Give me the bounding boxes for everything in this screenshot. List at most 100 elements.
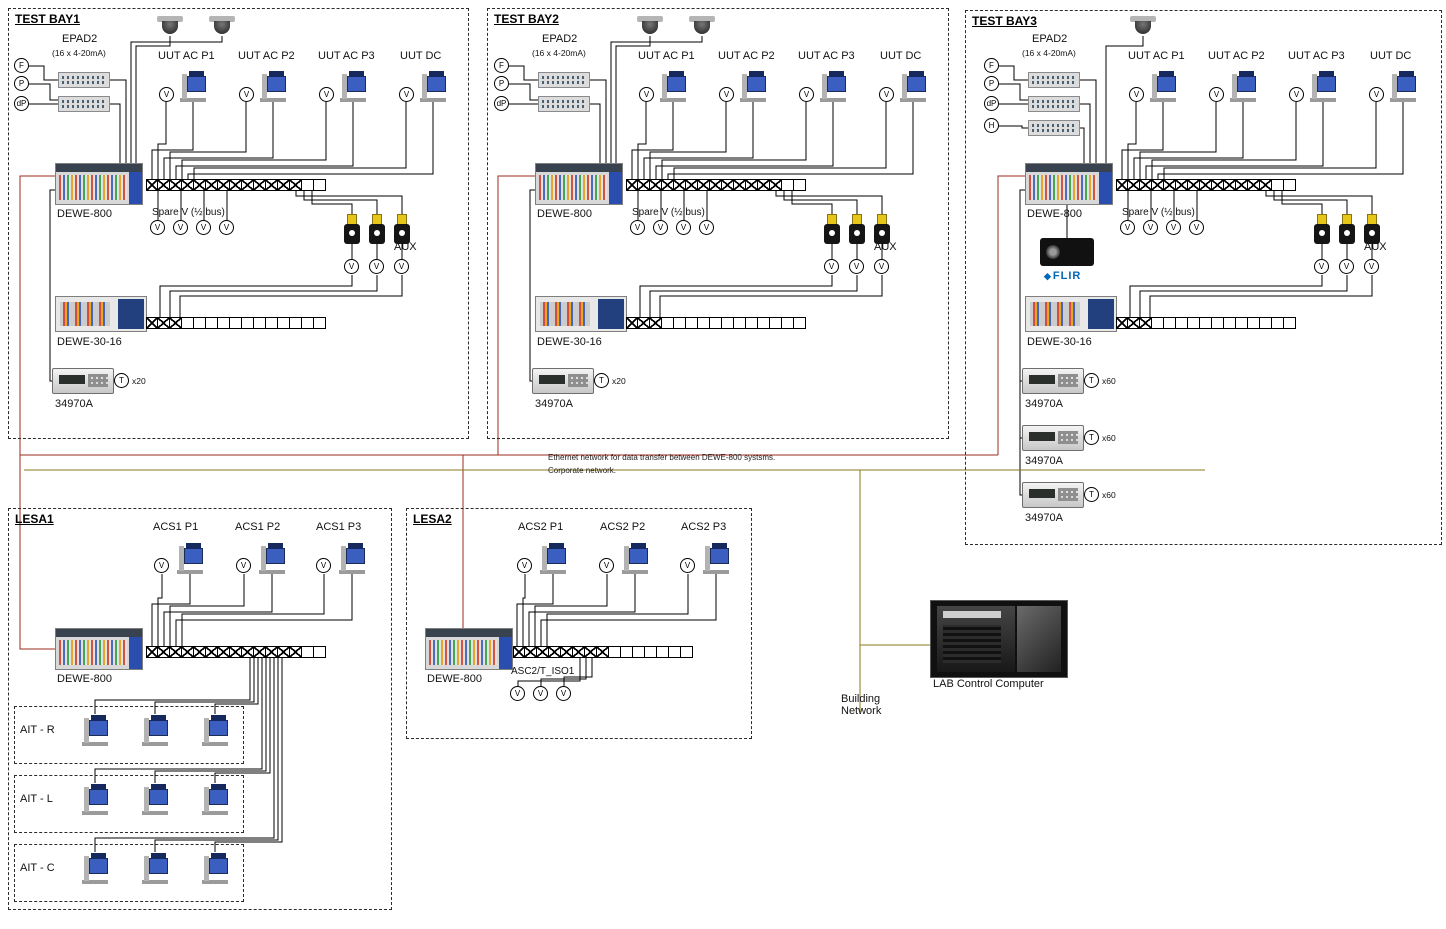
v-indicator: V — [173, 220, 188, 235]
lab-computer-label: LAB Control Computer — [933, 678, 1044, 690]
v-indicator: V — [150, 220, 165, 235]
lesa2-zone: LESA2 — [406, 508, 752, 739]
ait-transducer-icon — [200, 714, 230, 746]
epad-module — [538, 72, 590, 88]
pressure-sensor-indicator: P — [984, 76, 999, 91]
uut-dc-label: UUT DC — [400, 50, 442, 62]
test-bay1-zone: TEST BAY1 — [8, 8, 469, 439]
v-indicator: V — [196, 220, 211, 235]
power-transducer-icon — [257, 542, 287, 574]
logger-34970a-device — [1022, 368, 1084, 394]
power-transducer-icon — [538, 542, 568, 574]
epad2-range-label: (16 x 4-20mA) — [1022, 48, 1076, 58]
ait-transducer-icon — [80, 852, 110, 884]
flir-logo: FLIR — [1044, 270, 1081, 282]
ait-transducer-icon — [200, 783, 230, 815]
v-indicator: V — [653, 220, 668, 235]
acs1-p3-label: ACS1 P3 — [316, 521, 362, 533]
dome-camera-icon — [157, 16, 183, 36]
dewe-30-16-label: DEWE-30-16 — [537, 336, 602, 348]
power-transducer-icon — [658, 70, 688, 102]
dewe-800-label: DEWE-800 — [57, 673, 113, 685]
ethernet-annotation: Ethernet network for data transfer betwe… — [548, 453, 776, 462]
logger-34970a-device — [532, 368, 594, 394]
dewe-800-device — [425, 628, 513, 670]
aux-label: AUX — [874, 241, 897, 253]
current-clamp-icon — [1364, 214, 1380, 244]
terminal-strip — [626, 317, 806, 329]
current-clamp-icon — [849, 214, 865, 244]
acs1-p2-label: ACS1 P2 — [235, 521, 281, 533]
dewe-800-device — [1025, 163, 1113, 205]
aux-label: AUX — [1364, 241, 1387, 253]
epad-module — [1028, 120, 1080, 136]
aux-label: AUX — [394, 241, 417, 253]
t-indicator: T — [1084, 430, 1099, 445]
t-count-label: x20 — [132, 376, 146, 386]
current-clamp-icon — [369, 214, 385, 244]
power-transducer-icon — [818, 70, 848, 102]
ait-r-box — [14, 706, 244, 764]
dewe-800-label: DEWE-800 — [57, 208, 113, 220]
ait-transducer-icon — [140, 783, 170, 815]
pressure-sensor-indicator: P — [494, 76, 509, 91]
test-bay3-title: TEST BAY3 — [972, 14, 1037, 28]
v-indicator: V — [1364, 259, 1379, 274]
dewe-30-16-device — [1025, 296, 1117, 332]
epad2-label: EPAD2 — [1032, 33, 1068, 45]
power-transducer-icon — [738, 70, 768, 102]
uut-ac-p2-label: UUT AC P2 — [1208, 50, 1265, 62]
power-transducer-icon — [337, 542, 367, 574]
t-indicator: T — [1084, 487, 1099, 502]
epad-module — [1028, 96, 1080, 112]
flow-sensor-indicator: F — [984, 58, 999, 73]
terminal-strip — [1116, 317, 1296, 329]
power-transducer-icon — [258, 70, 288, 102]
v-indicator: V — [599, 558, 614, 573]
current-clamp-icon — [1314, 214, 1330, 244]
dp-sensor-indicator: dP — [14, 96, 29, 111]
v-indicator: V — [1339, 259, 1354, 274]
v-indicator: V — [344, 259, 359, 274]
v-indicator: V — [556, 686, 571, 701]
t-count-label: x60 — [1102, 433, 1116, 443]
logger-34970a-device — [1022, 482, 1084, 508]
dewe-800-label: DEWE-800 — [537, 208, 593, 220]
v-indicator: V — [1369, 87, 1384, 102]
terminal-strip — [1116, 179, 1296, 191]
dewe-30-16-label: DEWE-30-16 — [1027, 336, 1092, 348]
v-indicator: V — [533, 686, 548, 701]
epad2-range-label: (16 x 4-20mA) — [52, 48, 106, 58]
v-indicator: V — [1143, 220, 1158, 235]
power-transducer-icon — [1308, 70, 1338, 102]
v-indicator: V — [517, 558, 532, 573]
v-indicator: V — [849, 259, 864, 274]
terminal-strip — [626, 179, 806, 191]
dp-sensor-indicator: dP — [984, 96, 999, 111]
dome-camera-icon — [689, 16, 715, 36]
v-indicator: V — [1209, 87, 1224, 102]
v-indicator: V — [630, 220, 645, 235]
t-indicator: T — [114, 373, 129, 388]
ait-transducer-icon — [200, 852, 230, 884]
terminal-strip — [146, 317, 326, 329]
v-indicator: V — [1189, 220, 1204, 235]
current-clamp-icon — [344, 214, 360, 244]
uut-ac-p3-label: UUT AC P3 — [318, 50, 375, 62]
test-bay1-title: TEST BAY1 — [15, 12, 80, 26]
logger-34970a-label: 34970A — [1025, 398, 1063, 410]
uut-ac-p2-label: UUT AC P2 — [238, 50, 295, 62]
logger-34970a-device — [1022, 425, 1084, 451]
v-indicator: V — [236, 558, 251, 573]
dewe-800-device — [535, 163, 623, 205]
dome-camera-icon — [209, 16, 235, 36]
v-indicator: V — [399, 87, 414, 102]
dome-camera-icon — [1130, 16, 1156, 36]
ait-transducer-icon — [140, 714, 170, 746]
uut-ac-p2-label: UUT AC P2 — [718, 50, 775, 62]
epad2-range-label: (16 x 4-20mA) — [532, 48, 586, 58]
building-network-label: Building Network — [841, 693, 882, 717]
current-clamp-icon — [394, 214, 410, 244]
v-indicator: V — [799, 87, 814, 102]
